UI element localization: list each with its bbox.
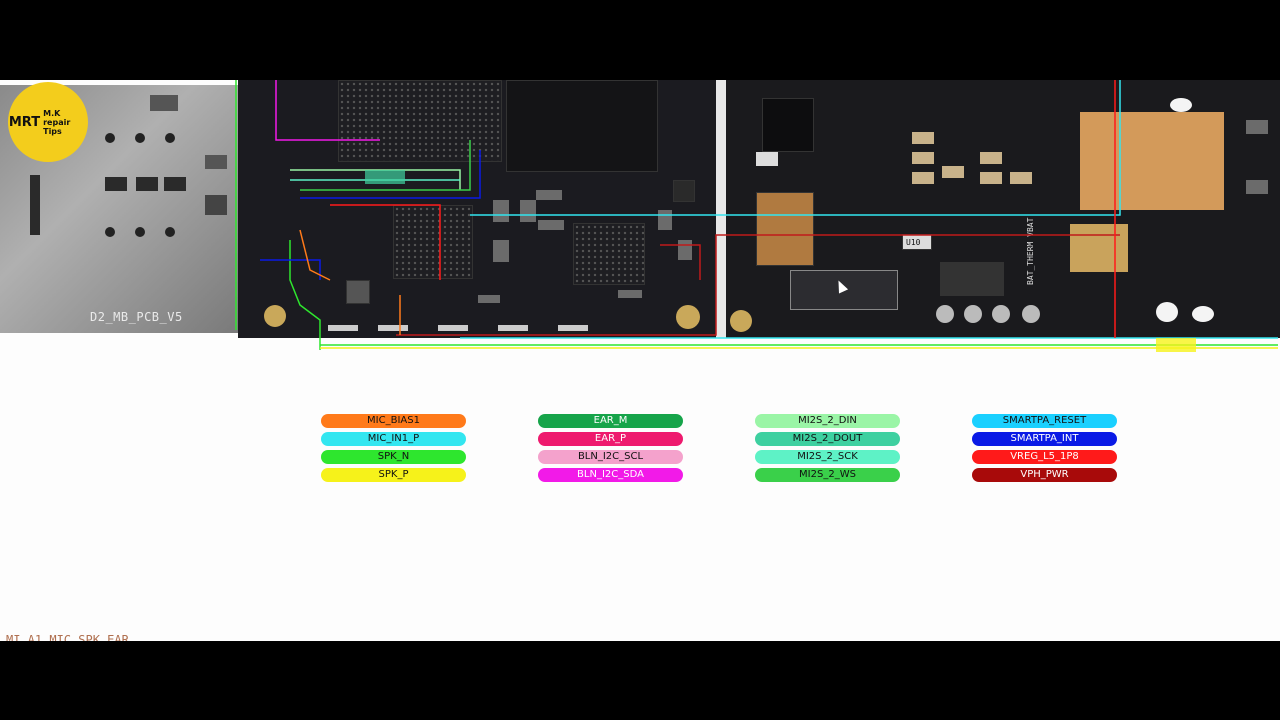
legend-item: MI2S_2_DOUT: [755, 432, 900, 446]
legend-item: MIC_BIAS1: [321, 414, 466, 428]
letterbox-top: [0, 0, 1280, 80]
legend-item: SMARTPA_RESET: [972, 414, 1117, 428]
video-caption: MI A1 MIC SPK EAR: [6, 633, 129, 641]
pcb-left-section: [238, 80, 718, 338]
channel-logo: MRT M.K repair Tips: [8, 82, 88, 162]
legend-item: SPK_N: [321, 450, 466, 464]
legend-item: EAR_M: [538, 414, 683, 428]
legend-item: BLN_I2C_SCL: [538, 450, 683, 464]
legend-item: MI2S_2_WS: [755, 468, 900, 482]
legend-item: SMARTPA_INT: [972, 432, 1117, 446]
video-frame: U10 BAT_THERM VBAT: [0, 80, 1280, 641]
logo-sub-text: M.K repair Tips: [43, 108, 71, 136]
legend-item: MI2S_2_SCK: [755, 450, 900, 464]
legend-item: BLN_I2C_SDA: [538, 468, 683, 482]
pcb-label: D2_MB_PCB_V5: [90, 310, 183, 324]
legend-item: SPK_P: [321, 468, 466, 482]
pcb-marking-ref: U10: [906, 238, 921, 247]
legend-item: MIC_IN1_P: [321, 432, 466, 446]
letterbox-bottom: [0, 641, 1280, 720]
legend-item: MI2S_2_DIN: [755, 414, 900, 428]
pcb-image: U10 BAT_THERM VBAT: [0, 80, 1280, 352]
pcb-right-section: U10 BAT_THERM VBAT: [726, 80, 1280, 338]
legend-item: VPH_PWR: [972, 468, 1117, 482]
sim-tray: [0, 85, 240, 333]
pcb-gap: [716, 80, 726, 338]
legend-item: VREG_L5_1P8: [972, 450, 1117, 464]
schematic-traces: [235, 80, 1278, 352]
legend-item: EAR_P: [538, 432, 683, 446]
logo-main-text: MRT: [8, 114, 41, 130]
